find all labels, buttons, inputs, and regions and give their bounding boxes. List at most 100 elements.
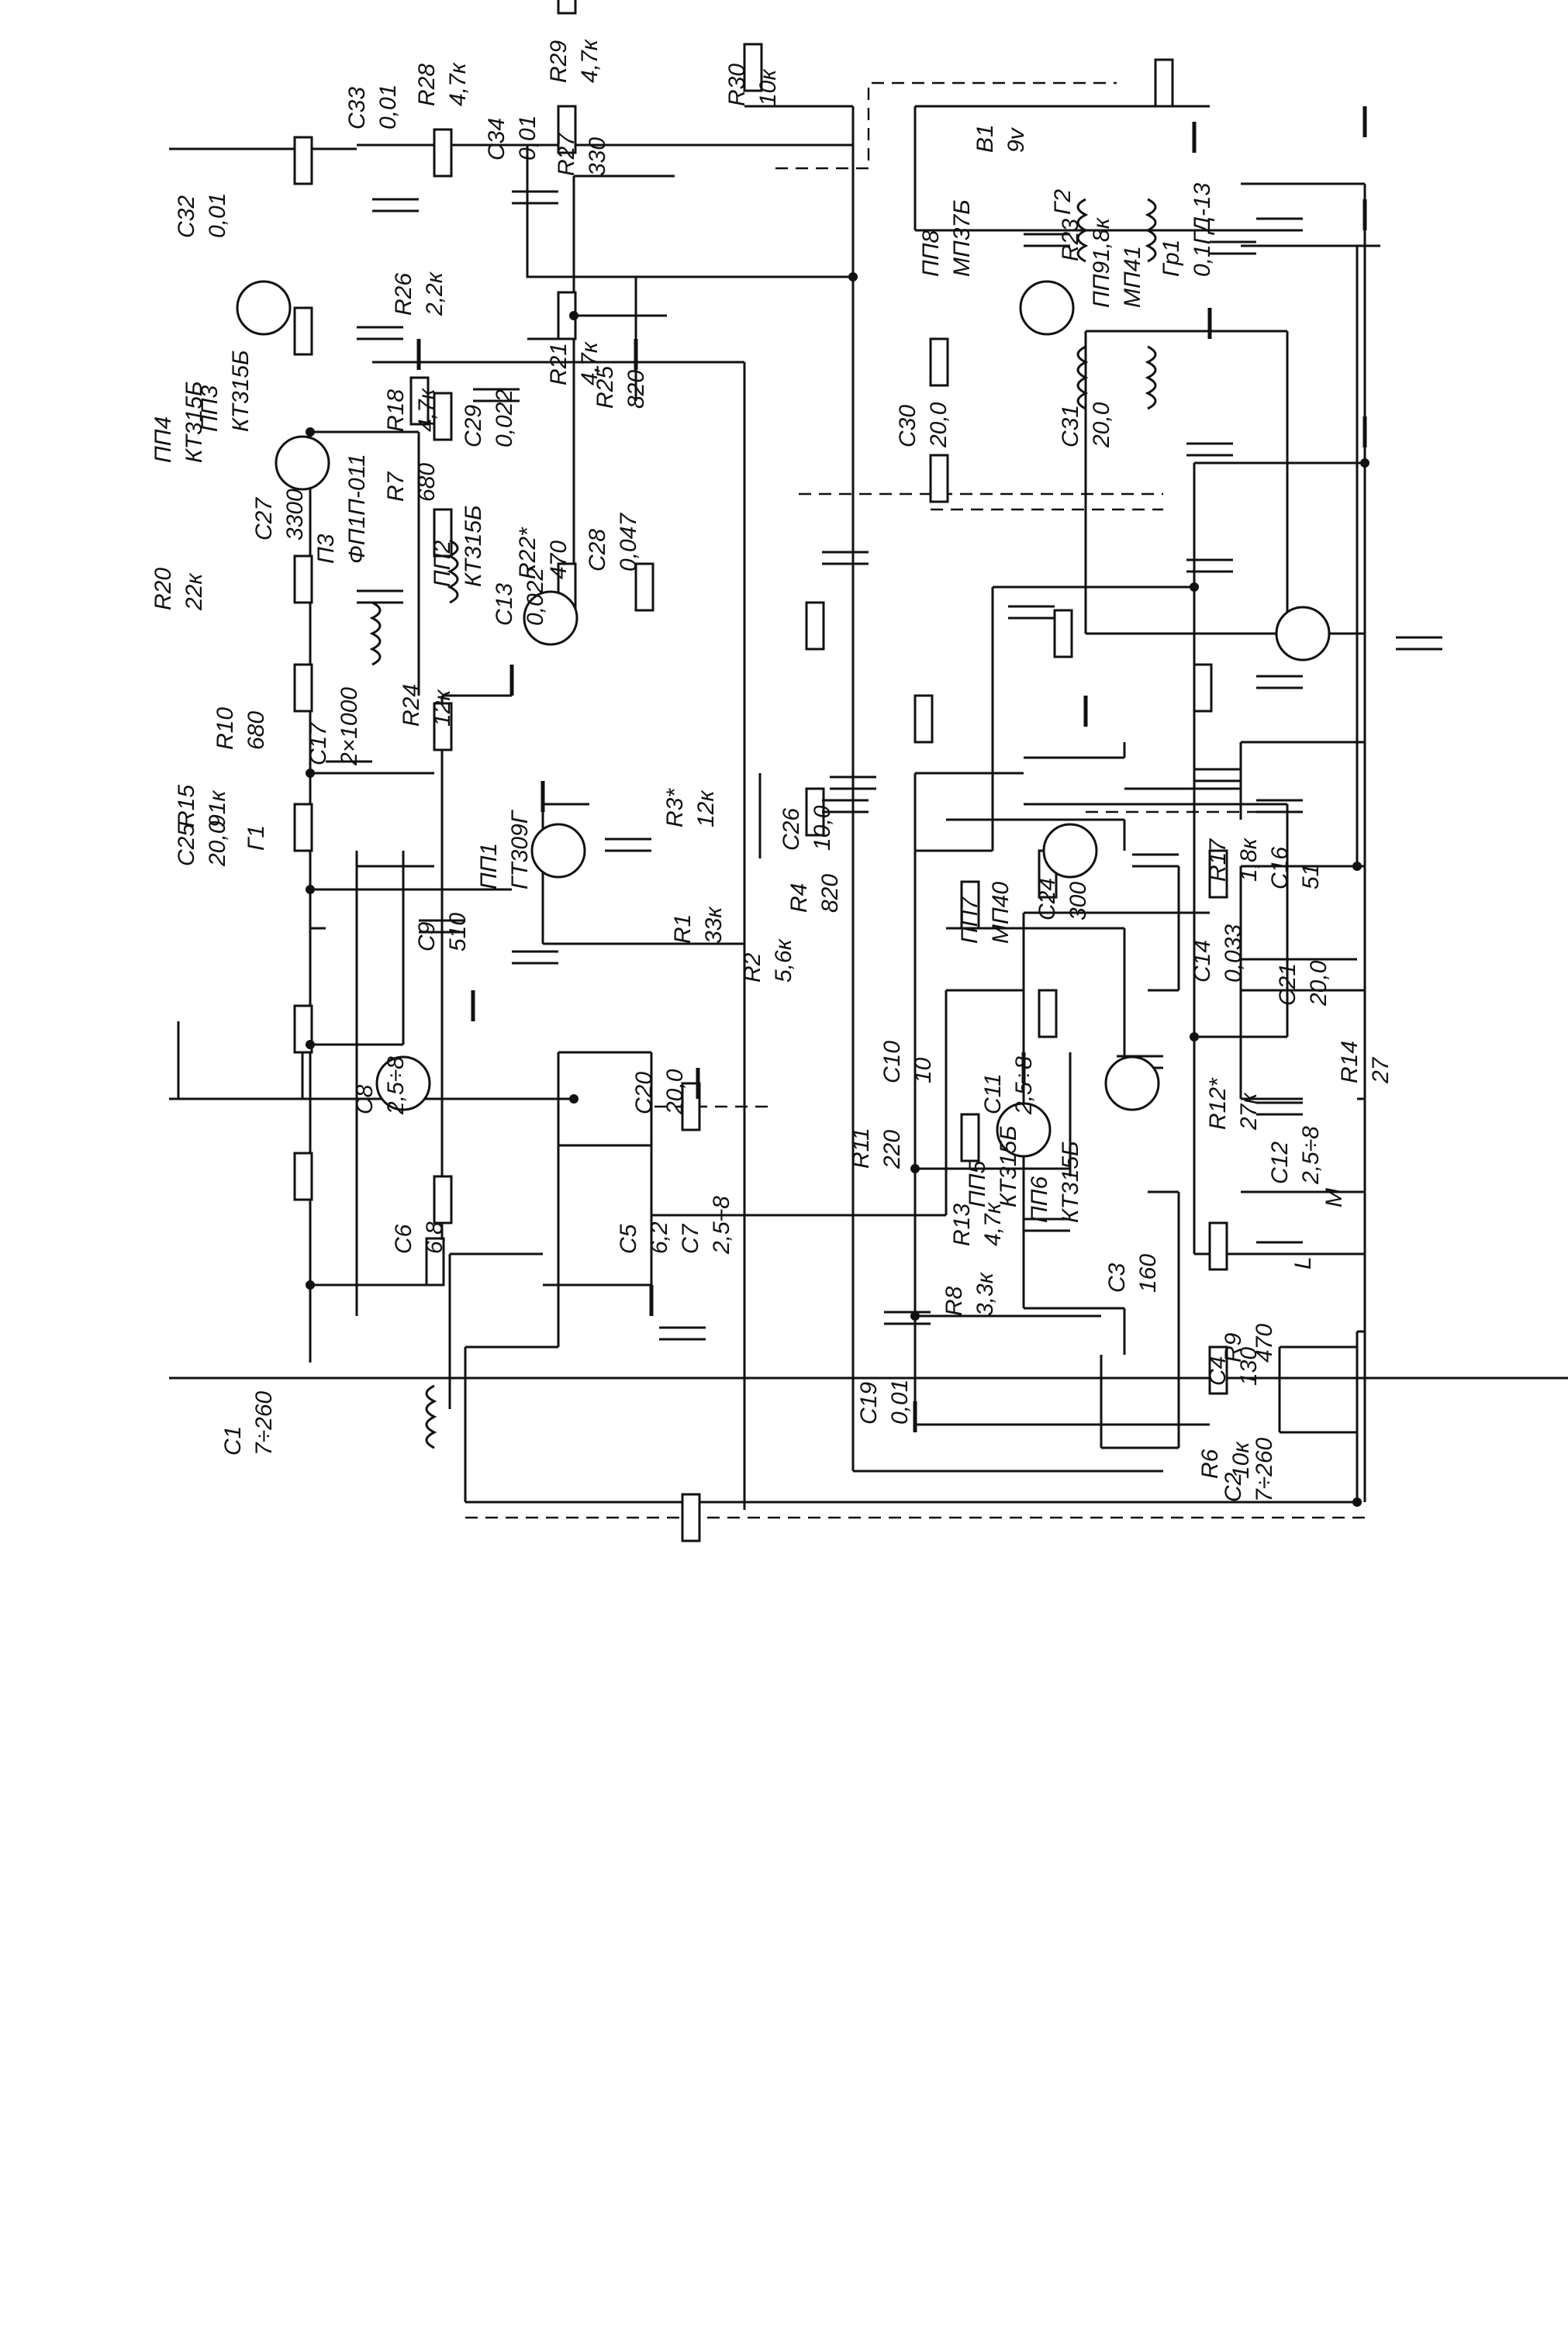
capacitor-c32-value: 0,01 <box>205 193 230 238</box>
transistor-2-ref: ПП2 <box>430 541 455 587</box>
resistor-r7-value: 680 <box>414 463 440 502</box>
transistor-4-type: КТ315Б <box>181 381 207 463</box>
capacitor-c4-value: 130 <box>1236 1347 1262 1386</box>
capacitor-c26-value: 10,0 <box>810 805 835 851</box>
resistor-r15-ref: R15 <box>174 785 199 827</box>
resistor-r20-ref: R20 <box>150 568 176 610</box>
resistor-r12-adj-ref: R12* <box>1205 1077 1231 1130</box>
capacitor-c14-value: 0,033 <box>1221 924 1246 983</box>
ground-symbols <box>416 106 1367 1432</box>
resistor-r17-value: 1,8к <box>1236 837 1262 882</box>
capacitor-c31-value: 20,0 <box>1089 402 1114 448</box>
resistor-r3-adj-value: 12к <box>693 789 719 827</box>
resistor-r4-ref: R4 <box>786 883 812 913</box>
resistor-r9-value: 470 <box>1252 1324 1277 1363</box>
capacitor-c6-value: 6,8 <box>422 1221 447 1254</box>
resistor-r22-adj-value: 470 <box>546 541 572 579</box>
transistor-5-type: КТ315Б <box>996 1125 1021 1207</box>
capacitor-c3-ref: C3 <box>1104 1262 1130 1293</box>
resistors <box>293 0 1228 1542</box>
capacitor-c20-value: 20,0 <box>662 1069 688 1115</box>
resistor-r11-value: 220 <box>879 1130 905 1169</box>
resistor-r14-value: 27 <box>1368 1056 1394 1084</box>
resistor-r15-value: 91к <box>205 789 230 827</box>
resistor-r4-value: 820 <box>817 874 843 913</box>
resistor-r6-value: 10к <box>1228 1441 1254 1479</box>
capacitor-c13-ref: C13 <box>492 583 517 626</box>
resistor-r24-value: 12к <box>430 689 455 727</box>
resistor-r21-value: 4,7к <box>577 340 603 385</box>
transistor-8-type: МП37Б <box>949 199 975 277</box>
speaker-type: 0,1ГД-13 <box>1190 182 1215 277</box>
filter-ref: П3 <box>313 534 339 564</box>
capacitor-c9-value: 510 <box>445 913 471 952</box>
resistor-r25-value: 820 <box>623 370 649 409</box>
capacitor-c8-value: 2,5÷8 <box>383 1056 409 1115</box>
filter-type: ФП1П-011 <box>344 454 370 564</box>
capacitor-c21-ref: C21 <box>1275 963 1300 1006</box>
resistor-r12-adj-value: 27к <box>1236 1092 1262 1131</box>
resistor-r9-ref: R9 <box>1221 1332 1246 1363</box>
resistor-r2-ref: R2 <box>740 952 765 983</box>
resistor-r21-ref: R21 <box>546 343 572 385</box>
resistor-r27-value: 330 <box>585 137 610 176</box>
transistor-9-type: МП41 <box>1120 246 1145 308</box>
capacitor-c5-value: 6,2 <box>647 1221 672 1254</box>
capacitor-c30-ref: C30 <box>895 405 920 447</box>
capacitor-c27-value: 3300 <box>282 489 308 541</box>
capacitor-c7-value: 2,5÷8 <box>709 1196 734 1255</box>
capacitor-c24-ref: C24 <box>1034 878 1060 920</box>
capacitor-c32-ref: C32 <box>174 195 199 238</box>
capacitor-c29-ref: C29 <box>461 405 486 447</box>
capacitor-c8-ref: C8 <box>352 1084 378 1114</box>
capacitor-c30-value: 20,0 <box>926 402 952 448</box>
resistor-r26-value: 2,2к <box>422 271 447 316</box>
capacitor-c25-value: 20,0 <box>205 820 230 867</box>
resistor-r29-value: 4,7к <box>577 38 603 83</box>
capacitor-c27-ref: C27 <box>251 497 277 541</box>
capacitor-c31-ref: C31 <box>1058 405 1083 447</box>
capacitor-c2-value: 7÷260 <box>1252 1437 1277 1502</box>
capacitor-c2-ref: C2 <box>1221 1472 1246 1502</box>
capacitor-c13-value: 0,022 <box>523 568 548 626</box>
capacitor-c12-value: 2,5÷8 <box>1298 1126 1324 1185</box>
resistor-r30-value: 10к <box>755 68 781 106</box>
resistor-r17-ref: R17 <box>1205 838 1231 882</box>
capacitor-c11-value: 2,5÷8 <box>1011 1056 1037 1115</box>
capacitors <box>326 190 1442 1341</box>
capacitor-c21-value: 20,0 <box>1306 960 1331 1007</box>
transistor-6-ref: ПП6 <box>1027 1176 1052 1223</box>
resistor-r20-value: 22к <box>181 572 207 611</box>
capacitor-c11-ref: C11 <box>980 1073 1006 1114</box>
transistor-1-ref: ПП1 <box>476 843 502 889</box>
resistor-r6-ref: R6 <box>1197 1449 1223 1479</box>
jack-ref: Г2 <box>1050 189 1076 215</box>
capacitor-c20-ref: C20 <box>631 1072 657 1114</box>
capacitor-c19-value: 0,01 <box>887 1380 913 1425</box>
resistor-r28-ref: R28 <box>414 64 440 106</box>
resistor-r28-value: 4,7к <box>445 61 471 106</box>
resistor-r8-value: 3,3к <box>972 1271 998 1316</box>
capacitor-c5-ref: C5 <box>616 1224 641 1254</box>
band-label-m: M <box>1321 1188 1347 1207</box>
resistor-r27-ref: R27 <box>554 133 579 176</box>
resistor-r2-value: 5,6к <box>771 938 796 983</box>
resistor-r24-ref: R24 <box>399 684 424 727</box>
capacitor-c4-ref: C4 <box>1205 1356 1231 1386</box>
capacitor-c14-ref: C14 <box>1190 940 1215 983</box>
resistor-r30-ref: R30 <box>724 64 750 106</box>
resistor-r1-value: 33к <box>701 906 727 944</box>
resistor-r23-ref: R23 <box>1058 219 1083 261</box>
capacitor-c1-ref: C1 <box>220 1426 246 1456</box>
resistor-r14-ref: R14 <box>1337 1041 1363 1083</box>
transistor-6-type: КТ315Б <box>1058 1141 1083 1223</box>
capacitor-c6-ref: C6 <box>391 1224 416 1254</box>
capacitor-c28-ref: C28 <box>585 529 610 572</box>
transistor-8-ref: ПП8 <box>918 230 944 277</box>
mechanical-links <box>465 81 1365 1519</box>
resistor-r23-value: 1,8к <box>1089 216 1114 261</box>
wiring <box>169 105 1568 1510</box>
transistors <box>236 280 1331 1158</box>
